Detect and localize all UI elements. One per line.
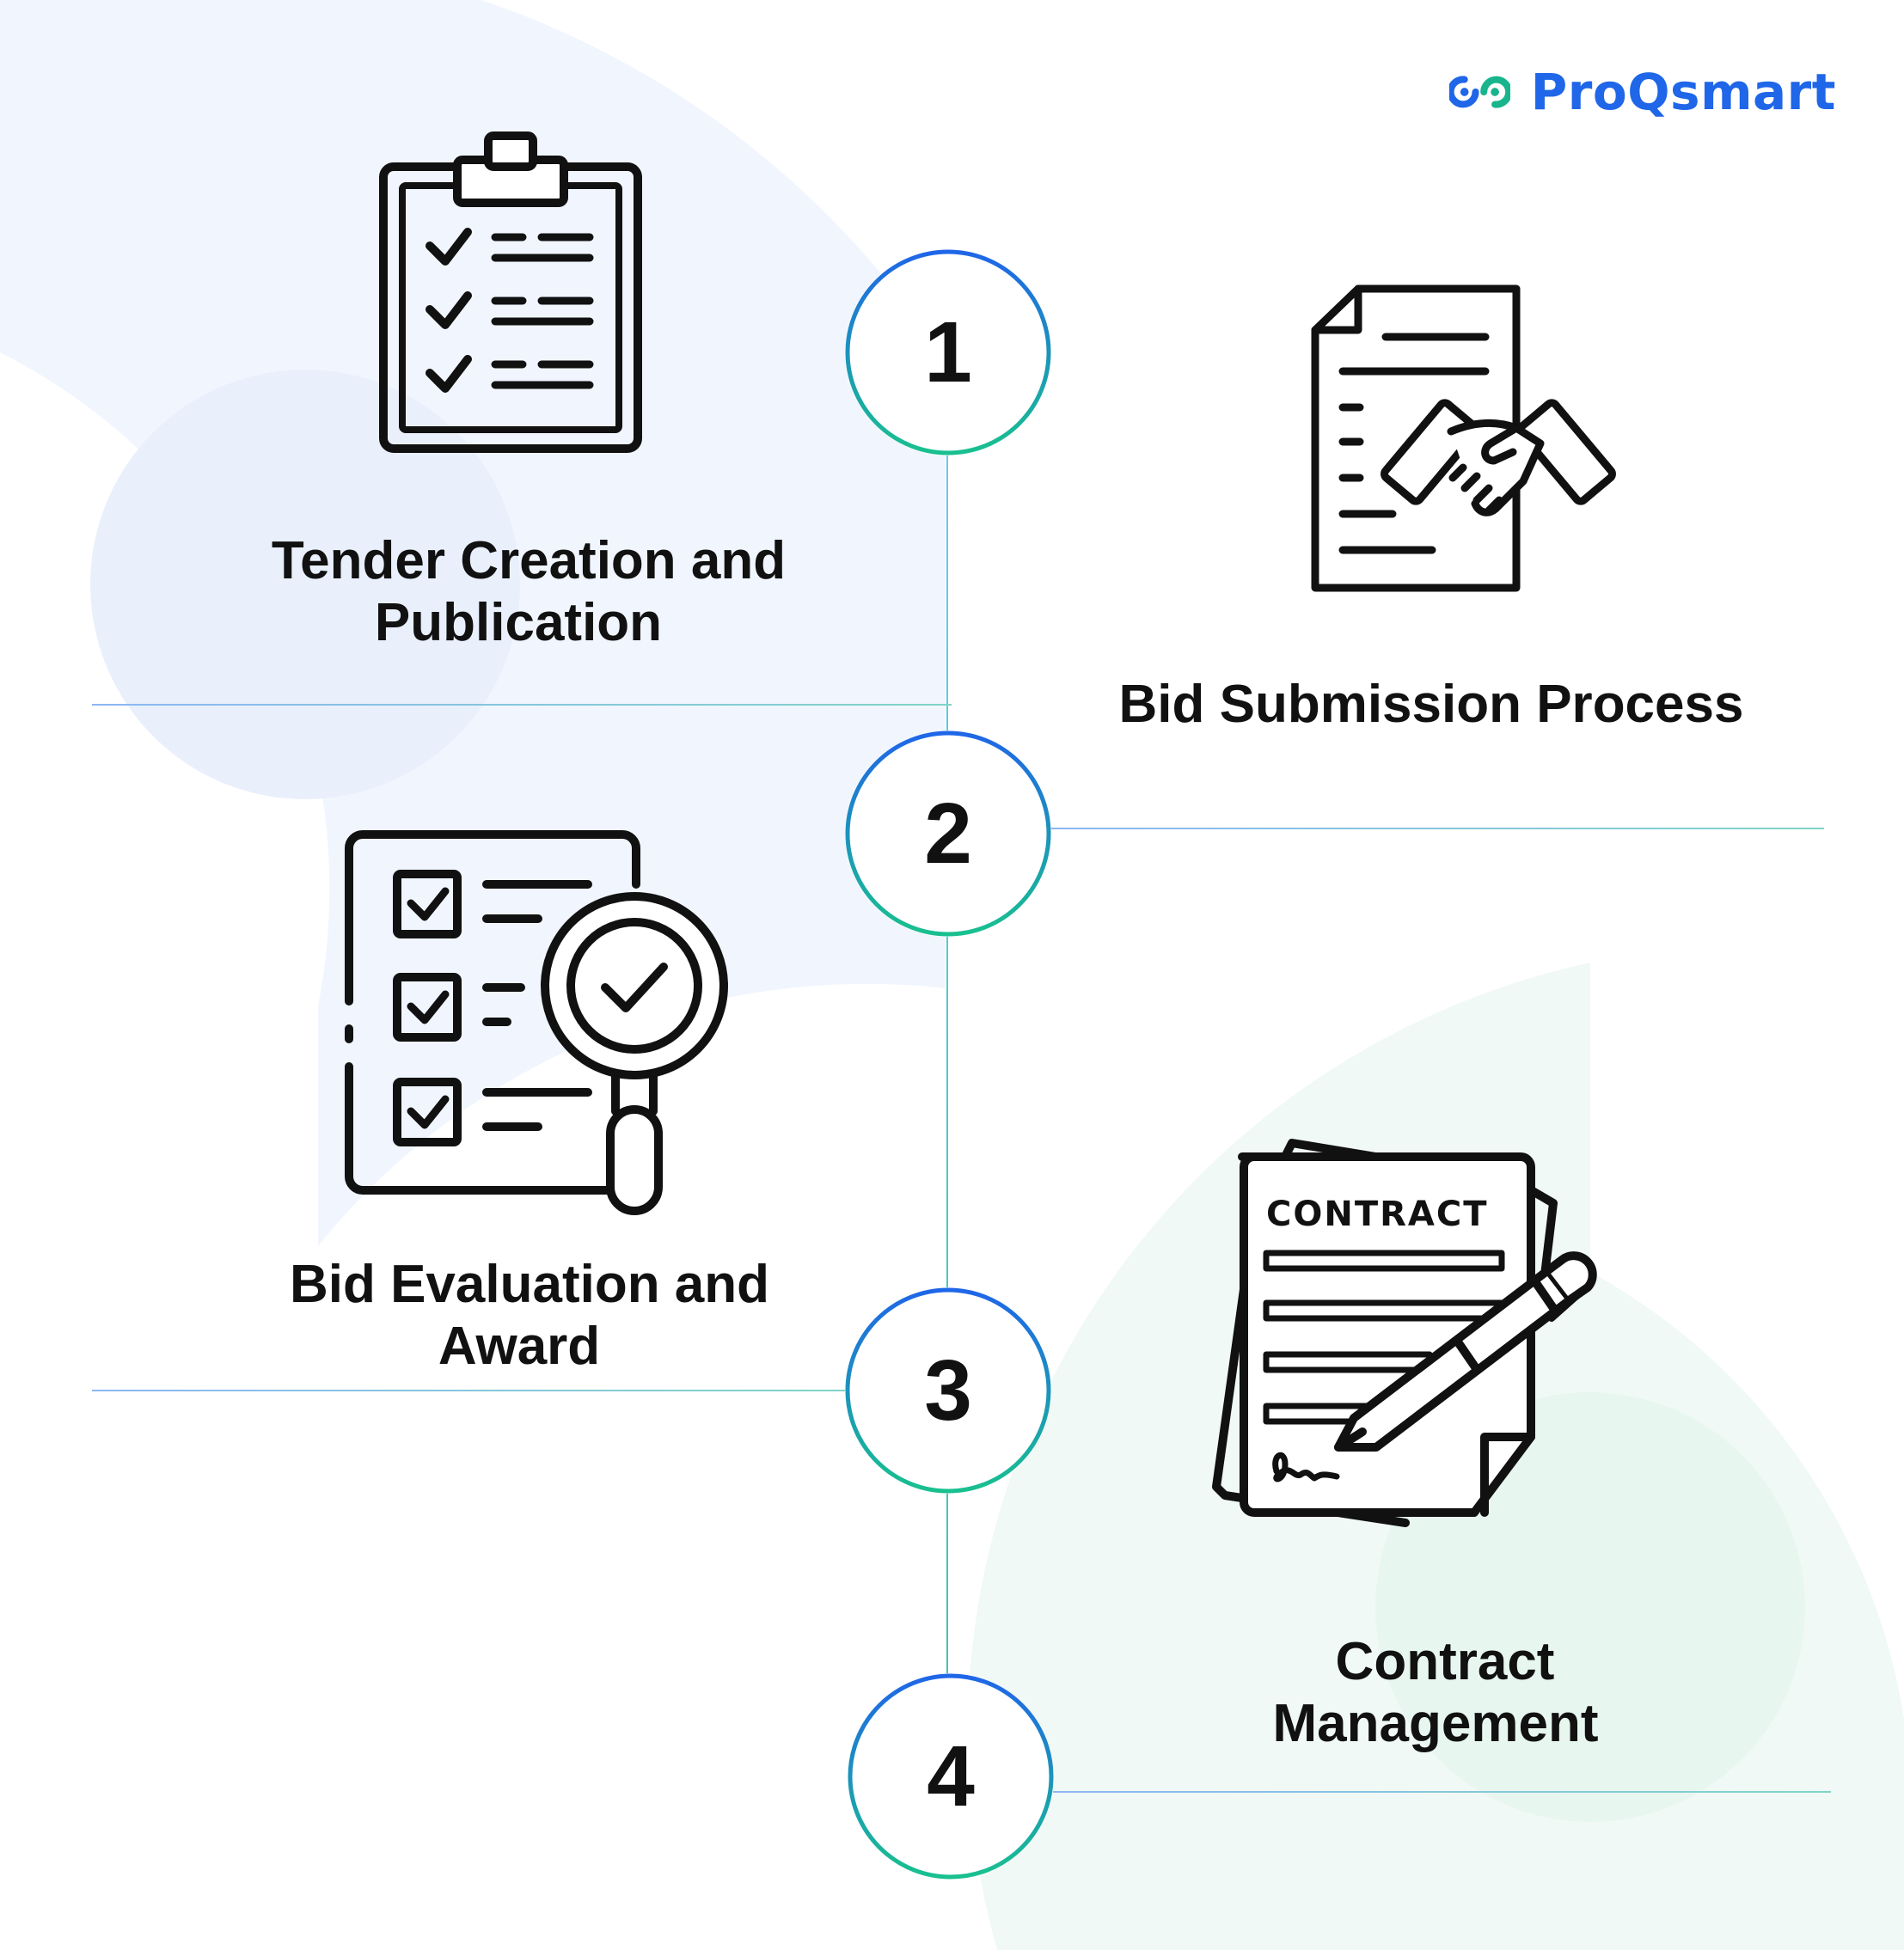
section-divider	[1050, 828, 1824, 829]
step-2-circle: 2	[845, 730, 1051, 937]
section-divider	[1053, 1791, 1831, 1793]
step-1-label: Tender Creation and Publication	[215, 530, 842, 654]
section-divider	[92, 704, 952, 706]
step-4-label: Contract Management	[1186, 1631, 1685, 1755]
step-4-circle: 4	[848, 1673, 1054, 1880]
contract-pen-icon: CONTRACT	[1212, 1139, 1597, 1527]
proqsmart-logo: ProQsmart	[1449, 53, 1836, 131]
step-3-label-line: Award	[438, 1317, 601, 1376]
step-1-label-line: Publication	[374, 593, 663, 652]
section-divider	[92, 1390, 848, 1391]
step-4-label-line: Management	[1272, 1694, 1599, 1753]
clipboard-checklist-icon	[379, 131, 642, 453]
step-2-number: 2	[924, 785, 972, 882]
step-4-label-line: Contract	[1335, 1632, 1555, 1691]
step-3-number: 3	[924, 1342, 972, 1439]
proqsmart-logo-mark-icon	[1449, 76, 1510, 108]
step-1-number: 1	[924, 303, 972, 400]
step-2-label: Bid Submission Process	[1092, 674, 1771, 736]
step-1-circle: 1	[845, 249, 1051, 455]
document-handshake-icon	[1311, 284, 1616, 592]
step-3-circle: 3	[845, 1287, 1051, 1494]
brand-name: ProQsmart	[1530, 63, 1836, 121]
timeline-connector	[946, 454, 948, 1764]
checklist-magnifier-icon	[345, 830, 728, 1215]
step-3-label: Bid Evaluation and Award	[246, 1254, 813, 1378]
step-1-label-line: Tender Creation and	[271, 531, 787, 590]
step-3-label-line: Bid Evaluation and	[289, 1255, 770, 1314]
step-2-label-line: Bid Submission Process	[1118, 675, 1744, 734]
step-4-number: 4	[927, 1727, 975, 1825]
contract-icon-text: CONTRACT	[1266, 1195, 1489, 1234]
